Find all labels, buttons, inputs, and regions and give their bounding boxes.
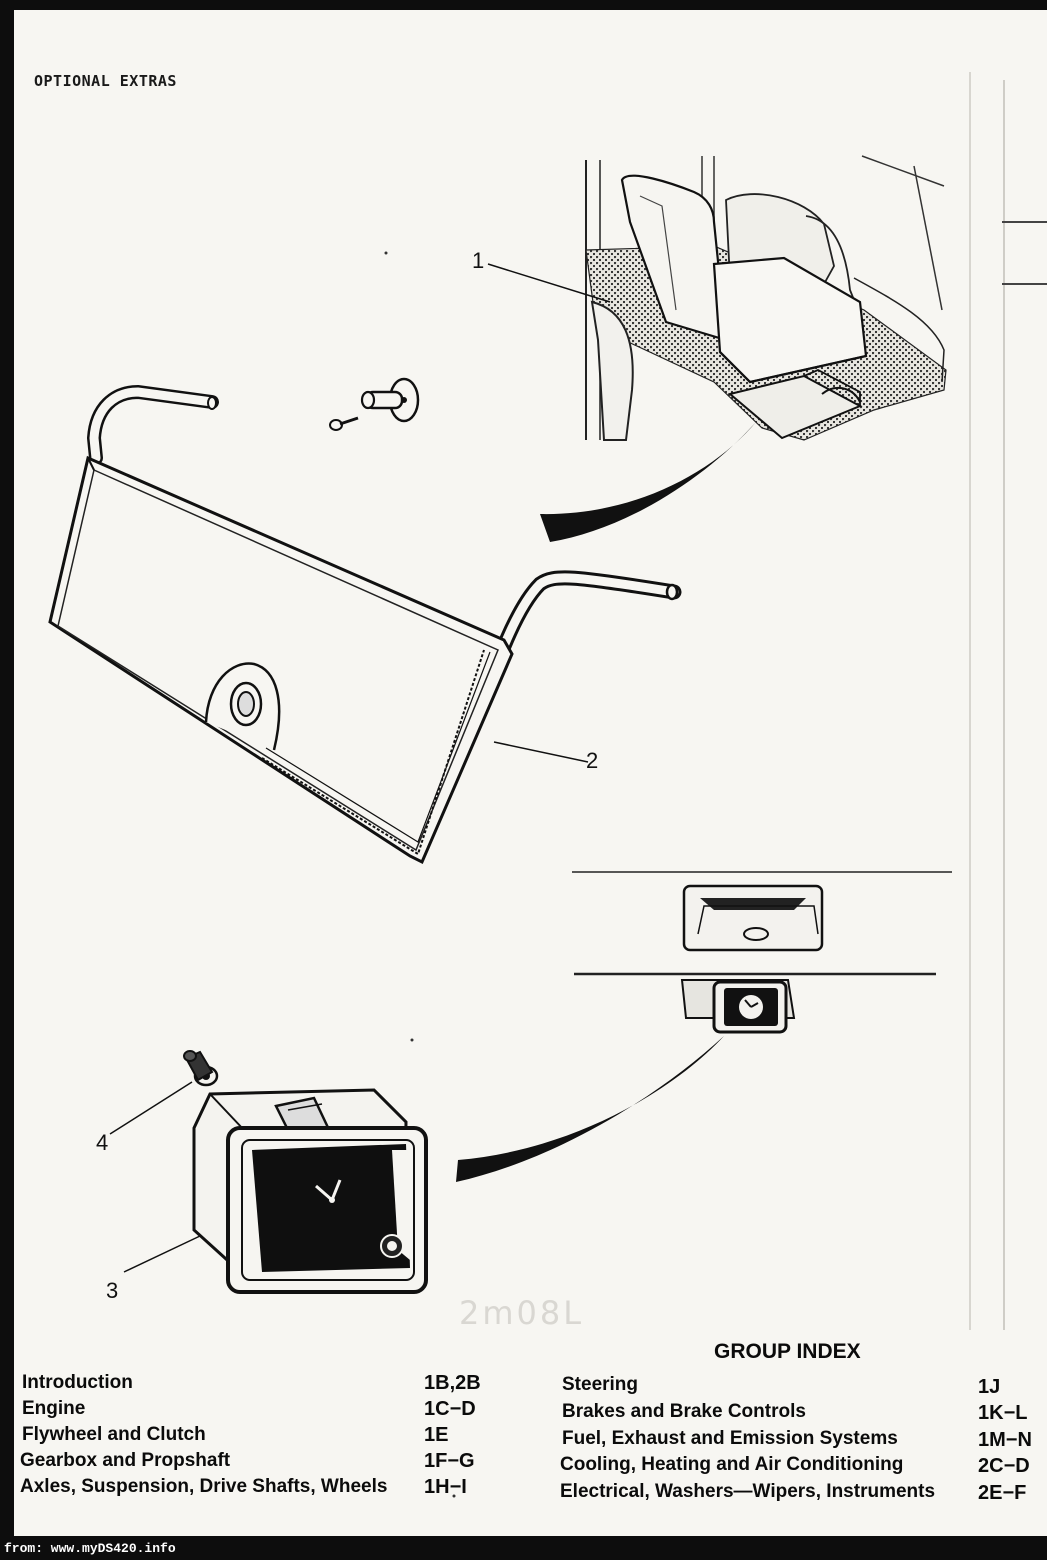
index-item-engine: Engine (22, 1398, 86, 1419)
index-item-introduction: Introduction (22, 1372, 133, 1393)
index-item-steering: Steering (562, 1374, 639, 1395)
index-item-fuel: Fuel, Exhaust and Emission Systems (562, 1428, 898, 1449)
parcel-tray (48, 384, 682, 865)
callout-2: 2 (586, 748, 599, 773)
index-item-cooling: Cooling, Heating and Air Conditioning (560, 1454, 904, 1475)
pencil-note: 2m08L (459, 1294, 585, 1332)
index-code: 1E (424, 1424, 449, 1446)
page-header: OPTIONAL EXTRAS (34, 72, 177, 90)
bulb-holder (183, 1050, 219, 1087)
clock (192, 1088, 428, 1294)
manual-page: OPTIONAL EXTRAS (14, 10, 1047, 1536)
callout-3: 3 (106, 1278, 119, 1303)
index-code: 1M−N (978, 1429, 1032, 1451)
index-item-electrical: Electrical, Washers—Wipers, Instruments (560, 1481, 936, 1502)
index-item-flywheel: Flywheel and Clutch (22, 1424, 206, 1445)
index-item-axles: Axles, Suspension, Drive Shafts, Wheels (20, 1476, 388, 1497)
seat-inset (585, 155, 947, 441)
index-item-brakes: Brakes and Brake Controls (562, 1401, 806, 1422)
callout-1: 1 (472, 248, 485, 273)
callout-4: 4 (96, 1130, 109, 1155)
dashboard-inset (572, 871, 952, 1034)
index-code: 1B,2B (424, 1372, 481, 1394)
parts-illustration (48, 72, 1047, 1498)
index-code: 2C−D (978, 1455, 1030, 1477)
index-code: 2E−F (978, 1482, 1027, 1504)
pivot-pin (329, 377, 420, 431)
index-item-gearbox: Gearbox and Propshaft (20, 1450, 231, 1471)
index-code: 1F−G (424, 1450, 475, 1472)
group-index-title: GROUP INDEX (714, 1340, 861, 1363)
index-code: 1K−L (978, 1402, 1028, 1424)
source-watermark: from: www.myDS420.info (4, 1541, 176, 1556)
index-code: 1H−I (424, 1476, 467, 1498)
index-code: 1J (978, 1376, 1001, 1398)
index-code: 1C−D (424, 1398, 476, 1420)
